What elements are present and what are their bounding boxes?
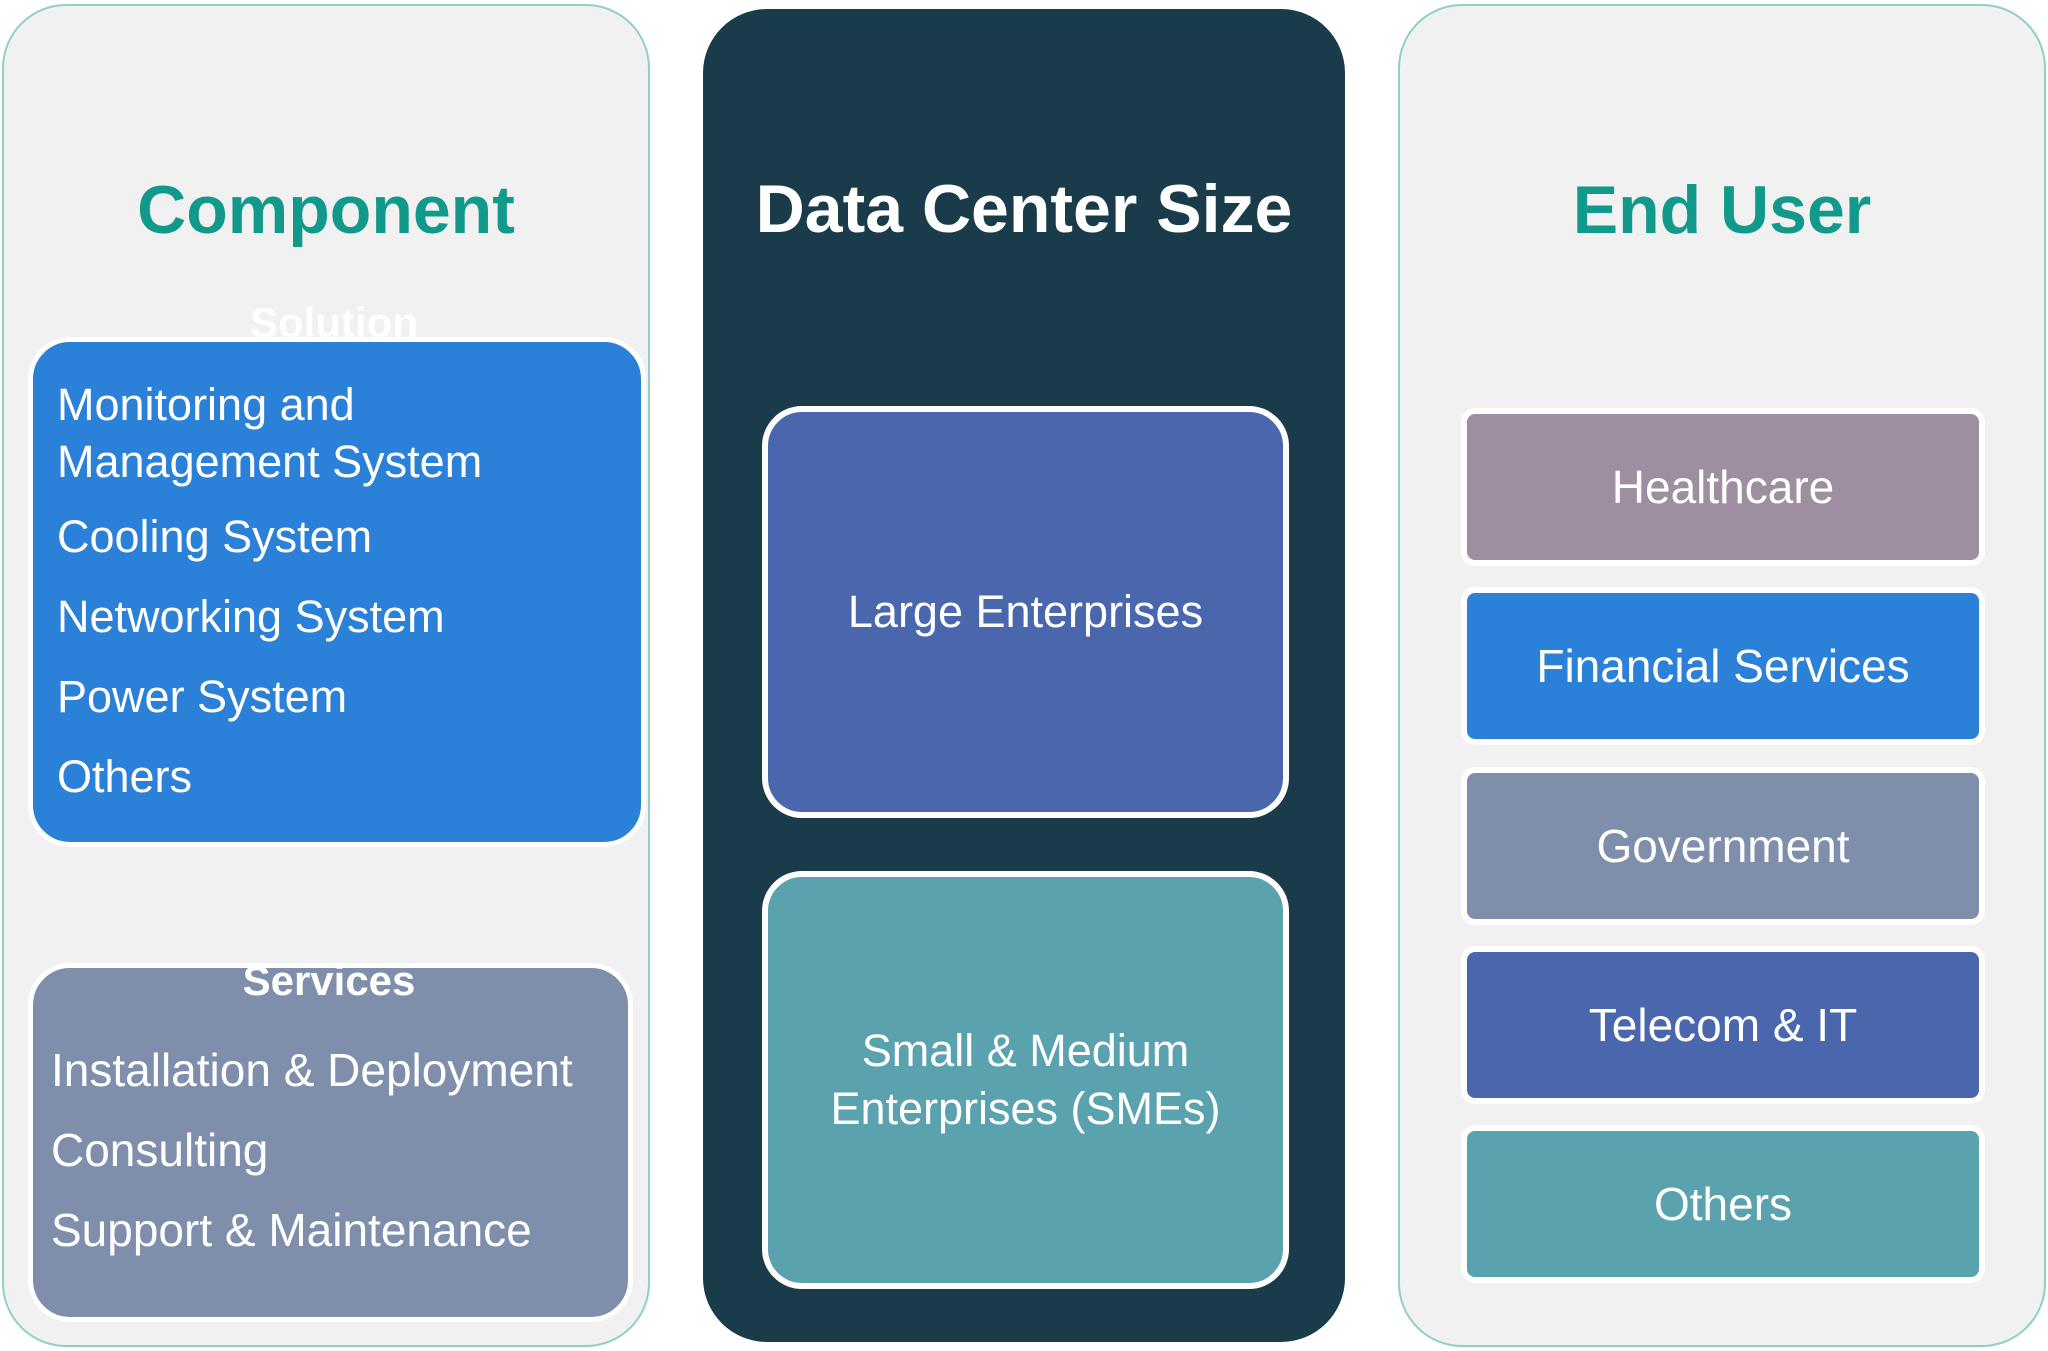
end-user-item-telecom-it: Telecom & IT bbox=[1461, 946, 1985, 1104]
end-user-item-others: Others bbox=[1461, 1125, 1985, 1283]
component-title: Component bbox=[137, 172, 515, 248]
size-large-enterprises-box: Large Enterprises bbox=[762, 406, 1289, 818]
solution-item-networking: Networking System bbox=[57, 591, 445, 642]
size-sme-box: Small & Medium Enterprises (SMEs) bbox=[762, 871, 1289, 1289]
end-user-title: End User bbox=[1572, 172, 1872, 248]
services-item-installation: Installation & Deployment bbox=[51, 1044, 573, 1096]
end-user-item-label: Telecom & IT bbox=[1588, 999, 1858, 1051]
solution-box: Monitoring and Management System Cooling… bbox=[28, 337, 646, 847]
services-box: Installation & Deployment Consulting Sup… bbox=[28, 963, 633, 1322]
services-label: Services bbox=[242, 957, 416, 1004]
end-user-item-healthcare: Healthcare bbox=[1461, 408, 1985, 566]
end-user-item-label: Financial Services bbox=[1536, 640, 1910, 692]
data-center-size-panel: Data Center Size Large Enterprises Small… bbox=[703, 9, 1345, 1342]
size-sme-label: Small & Medium Enterprises (SMEs) bbox=[830, 1025, 1221, 1134]
solution-list: Monitoring and Management System Cooling… bbox=[57, 376, 621, 805]
services-item-consulting: Consulting bbox=[51, 1124, 269, 1176]
end-user-item-label: Others bbox=[1653, 1178, 1793, 1230]
end-user-item-financial-services: Financial Services bbox=[1461, 587, 1985, 745]
end-user-item-government: Government bbox=[1461, 767, 1985, 925]
size-large-enterprises-label: Large Enterprises bbox=[847, 586, 1204, 637]
end-user-panel: End User Healthcare Financial Services G… bbox=[1398, 4, 2046, 1347]
services-list: Installation & Deployment Consulting Sup… bbox=[51, 1042, 618, 1259]
component-panel: Component Solution Monitoring and Manage… bbox=[2, 4, 650, 1347]
end-user-item-label: Government bbox=[1596, 820, 1850, 872]
services-item-support: Support & Maintenance bbox=[51, 1204, 532, 1256]
solution-item-others: Others bbox=[57, 751, 193, 802]
data-center-size-title: Data Center Size bbox=[755, 171, 1293, 247]
solution-item-monitoring: Monitoring and Management System bbox=[57, 379, 483, 487]
solution-item-power: Power System bbox=[57, 671, 348, 722]
solution-item-cooling: Cooling System bbox=[57, 511, 373, 562]
end-user-item-label: Healthcare bbox=[1611, 461, 1835, 513]
